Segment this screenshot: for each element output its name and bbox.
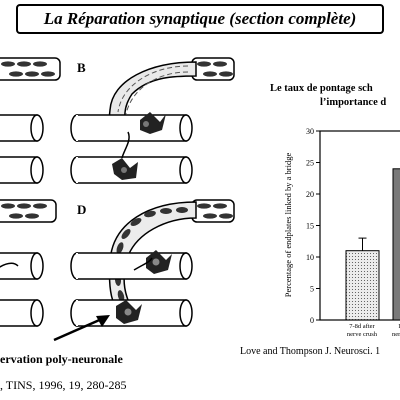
bar-chart: 0 5 10 15 20 25 30 Percentage of endplates lin…	[283, 127, 400, 338]
citation-left: , TINS, 1996, 19, 280-285	[0, 378, 127, 392]
nerve-bundle-d	[191, 199, 235, 223]
endplate-b2	[112, 158, 138, 180]
y-tick-label: 30	[306, 127, 314, 136]
muscle-fiber-d1	[70, 252, 193, 280]
muscle-fiber-b1	[70, 114, 193, 142]
muscle-fiber-c2	[0, 299, 44, 327]
chart-title-line1: Le taux de pontage sch	[270, 83, 373, 94]
x-label-2-line1: 12	[398, 323, 400, 330]
panel-d: D	[70, 199, 235, 327]
bar-2	[392, 168, 400, 321]
muscle-fiber-b2	[70, 156, 193, 184]
endplate-d1	[146, 250, 172, 274]
muscle-fiber-a1	[0, 114, 44, 142]
nerve-bundle-a	[0, 57, 61, 81]
nerve-bundle-c	[0, 199, 57, 223]
nerve-bundle-b	[191, 57, 235, 81]
y-tick-label: 20	[306, 190, 314, 199]
slide-title: La Réparation synaptique (section complè…	[43, 9, 357, 28]
slide-title-box: La Réparation synaptique (section complè…	[16, 4, 384, 34]
y-tick-label: 15	[306, 222, 314, 231]
y-tick-label: 10	[306, 253, 314, 262]
y-axis-ticks: 0 5 10 15 20 25 30	[306, 127, 320, 325]
bar-1	[345, 250, 380, 321]
panel-b: B	[70, 57, 235, 184]
panel-b-letter: B	[77, 60, 86, 75]
endplate-d2	[116, 300, 142, 324]
y-tick-label: 25	[306, 159, 314, 168]
chart-title-line2: l’importance d	[320, 97, 387, 108]
panel-d-letter: D	[77, 202, 86, 217]
bars	[345, 168, 400, 321]
y-axis-label: Percentage of endplates linked by a brid…	[283, 153, 293, 298]
muscle-fiber-a2	[0, 156, 44, 184]
annotation-arrow	[53, 315, 110, 342]
annotation-label: ervation poly-neuronale	[0, 352, 123, 366]
x-label-1-line2: nerve crush	[347, 331, 378, 338]
x-label-2-line2: nerv	[392, 331, 400, 338]
endplate-b1	[140, 112, 166, 134]
muscle-fiber-c1	[0, 252, 44, 280]
panel-a	[0, 57, 61, 184]
y-tick-label: 0	[310, 316, 314, 325]
x-label-1-line1: 7-8d after	[349, 323, 375, 330]
citation-right: Love and Thompson J. Neurosci. 1	[240, 346, 381, 357]
y-tick-label: 5	[310, 285, 314, 294]
panel-c	[0, 199, 57, 327]
